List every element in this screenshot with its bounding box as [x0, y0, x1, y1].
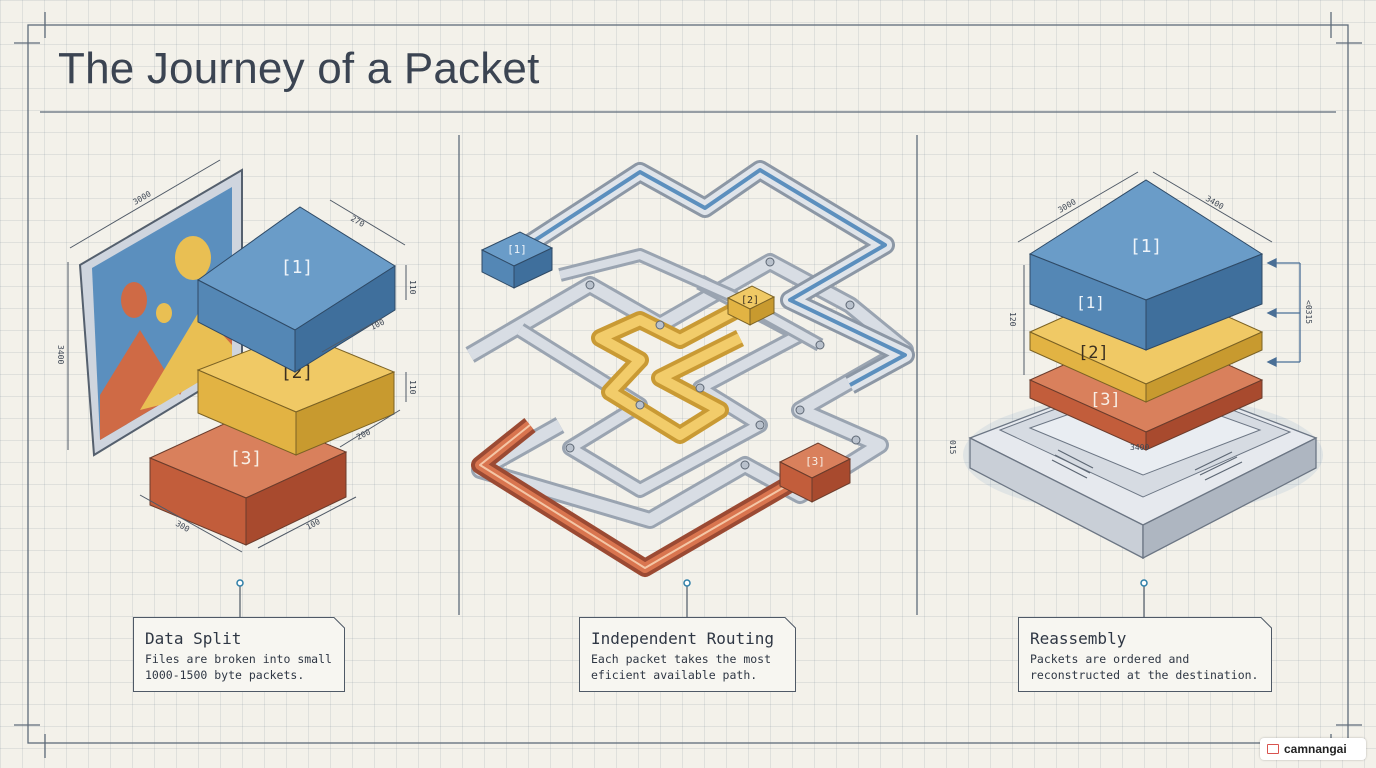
- dimension-lines: [1017, 171, 1273, 375]
- page-title: The Journey of a Packet: [58, 44, 540, 93]
- block-label-3: [3]: [230, 448, 263, 469]
- card-heading: Data Split: [145, 629, 242, 648]
- route-packet-2: [591, 292, 760, 444]
- card-frame: [1018, 617, 1272, 692]
- packet-label-3: [3]: [805, 455, 825, 468]
- dim-label: 3400: [56, 345, 65, 364]
- card-description-line: Each packet takes the most: [591, 652, 772, 666]
- card-description: Packets are ordered and reconstructed at…: [1030, 651, 1270, 683]
- dim-label: 3000: [1057, 197, 1078, 215]
- dim-label: 100: [305, 517, 322, 532]
- card-description-line: 1000-1500 byte packets.: [145, 668, 305, 682]
- packet-label-1: [1]: [507, 243, 527, 256]
- card-description-line: Packets are ordered and: [1030, 652, 1190, 666]
- watermark-badge[interactable]: camnangai: [1260, 738, 1366, 760]
- dim-label: 110: [408, 380, 417, 395]
- connector-pin: [1140, 579, 1148, 617]
- caption-card-routing: Independent Routing Each packet takes th…: [579, 617, 796, 692]
- packet-label-2: [2]: [741, 295, 759, 306]
- card-frame: [133, 617, 345, 692]
- routing-packet-1: [1]: [480, 231, 554, 289]
- packet-block-1: [1]: [197, 206, 396, 373]
- dim-label: 3000: [132, 189, 153, 207]
- dim-label: 270: [349, 214, 366, 229]
- panel-routing: [1] [2] [3]: [465, 160, 915, 617]
- assembled-label-1b: [1]: [1076, 293, 1105, 312]
- card-description: Files are broken into small 1000-1500 by…: [145, 651, 345, 683]
- assembled-block-1: [1] [1]: [1028, 179, 1264, 351]
- panel-reassembly: [3] [2] [1] [1]: [948, 171, 1323, 617]
- route-packet-3: [471, 417, 805, 577]
- frame: [14, 12, 1362, 758]
- block-label-1: [1]: [281, 257, 314, 278]
- routing-packet-3: [3]: [778, 442, 852, 503]
- card-description-line: Files are broken into small: [145, 652, 332, 666]
- assembled-label-2: [2]: [1078, 343, 1109, 363]
- panel-data-split: [3] [2] [1] 3000: [56, 159, 417, 617]
- dim-label: 110: [408, 280, 417, 295]
- card-frame: [579, 617, 796, 692]
- assembled-label-3: [3]: [1090, 390, 1121, 410]
- packet-block-2: [2]: [196, 331, 396, 456]
- insertion-arrows: [1266, 257, 1301, 368]
- dim-label: <0315: [1304, 300, 1313, 324]
- dim-label: 015: [948, 440, 957, 455]
- card-heading: Reassembly: [1030, 629, 1127, 648]
- assembled-label-1: [1]: [1130, 236, 1163, 257]
- router-nodes: [565, 257, 861, 470]
- dimension-lines: [67, 159, 407, 553]
- route-packet-1: [514, 160, 915, 394]
- card-description-line: reconstructed at the destination.: [1030, 668, 1259, 682]
- dim-label: 120: [1008, 312, 1017, 327]
- caption-card-data-split: Data Split Files are broken into small 1…: [133, 617, 345, 692]
- routing-packet-2: [2]: [726, 285, 776, 326]
- card-description-line: eficient available path.: [591, 668, 758, 682]
- card-heading: Independent Routing: [591, 629, 775, 648]
- watermark-text: camnangai: [1284, 742, 1347, 756]
- caption-card-reassembly: Reassembly Packets are ordered and recon…: [1018, 617, 1272, 692]
- book-icon: [1267, 744, 1279, 754]
- card-description: Each packet takes the most eficient avai…: [591, 651, 791, 683]
- connector-pin: [683, 579, 691, 617]
- connector-pin: [236, 579, 244, 617]
- dim-label: 3400: [1130, 443, 1149, 452]
